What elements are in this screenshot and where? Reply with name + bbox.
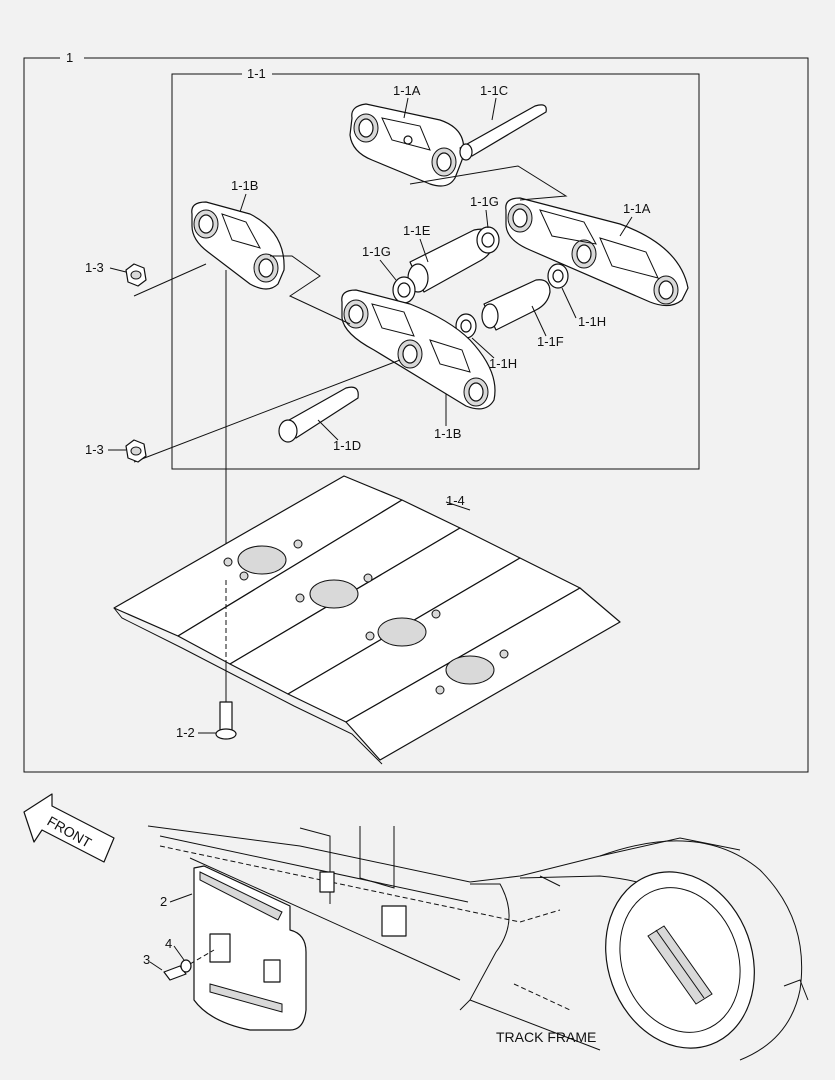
seal-1-1h-right: [547, 263, 569, 289]
track-frame-label: TRACK FRAME: [496, 1029, 596, 1045]
leader-1-1e: [419, 238, 429, 263]
callout-1-3-top: 1-3: [85, 260, 104, 275]
track-guard-2: [169, 865, 307, 1031]
track-shoes-1-4: [113, 475, 621, 765]
nut-1-3-top: [109, 263, 147, 287]
callout-1-1b-left: 1-1B: [231, 178, 258, 193]
group-frame-1-1: 1-1: [171, 66, 700, 470]
guard-bolt-3: [149, 961, 187, 981]
leader-1-1g-left: [379, 259, 397, 281]
leader-1-1d: [317, 419, 339, 441]
callout-1-1h-left: 1-1H: [489, 356, 517, 371]
leader-1-1b-left: [239, 193, 247, 213]
link-1-1b-bottom: [341, 289, 496, 410]
nut-1-3-bottom: [108, 439, 147, 463]
callout-1-1d: 1-1D: [333, 438, 361, 453]
callout-1-2: 1-2: [176, 725, 195, 740]
callout-1-3-bottom: 1-3: [85, 442, 104, 457]
callout-1-1c: 1-1C: [480, 83, 508, 98]
leader-1-1h-right: [561, 287, 577, 319]
callout-1-1g-left: 1-1G: [362, 244, 391, 259]
callout-1-4: 1-4: [446, 493, 465, 508]
link-1-1a-right: [505, 197, 689, 307]
leader-1-1g-right: [485, 209, 489, 229]
callout-1-1f: 1-1F: [537, 334, 564, 349]
callout-4: 4: [165, 936, 172, 951]
seal-1-1h-left: [455, 313, 477, 339]
washer-4: [173, 945, 215, 973]
seal-1-1g-right: [476, 226, 500, 254]
callout-1-1b-bottom: 1-1B: [434, 426, 461, 441]
bolt-1-2: [198, 580, 237, 740]
leader-1-1a-right: [619, 216, 633, 237]
callout-1-1a-right: 1-1A: [623, 201, 651, 216]
callout-2: 2: [160, 894, 167, 909]
leader-1-1a-top: [403, 97, 409, 119]
link-1-1a-top: [349, 103, 465, 187]
callout-1: 1: [66, 50, 73, 65]
front-arrow-icon: FRONT: [23, 793, 115, 863]
leader-1-1f: [531, 305, 547, 337]
group-frame-1: 1: [23, 50, 809, 773]
callout-1-1: 1-1: [247, 66, 266, 81]
callout-3: 3: [143, 952, 150, 967]
seal-1-1g-left: [392, 276, 416, 304]
leader-1-1h-left: [471, 337, 495, 359]
leader-1-1c: [491, 97, 497, 121]
pin-1-1c: [459, 104, 547, 161]
pin-1-1d: [278, 386, 359, 443]
bushing-1-1f: [481, 279, 551, 331]
link-1-1b-left: [191, 201, 285, 290]
callout-1-1a-top: 1-1A: [393, 83, 421, 98]
callout-1-1e: 1-1E: [403, 223, 431, 238]
track-frame: [147, 825, 809, 1061]
callout-1-1h-right: 1-1H: [578, 314, 606, 329]
callout-1-1g-right: 1-1G: [470, 194, 499, 209]
